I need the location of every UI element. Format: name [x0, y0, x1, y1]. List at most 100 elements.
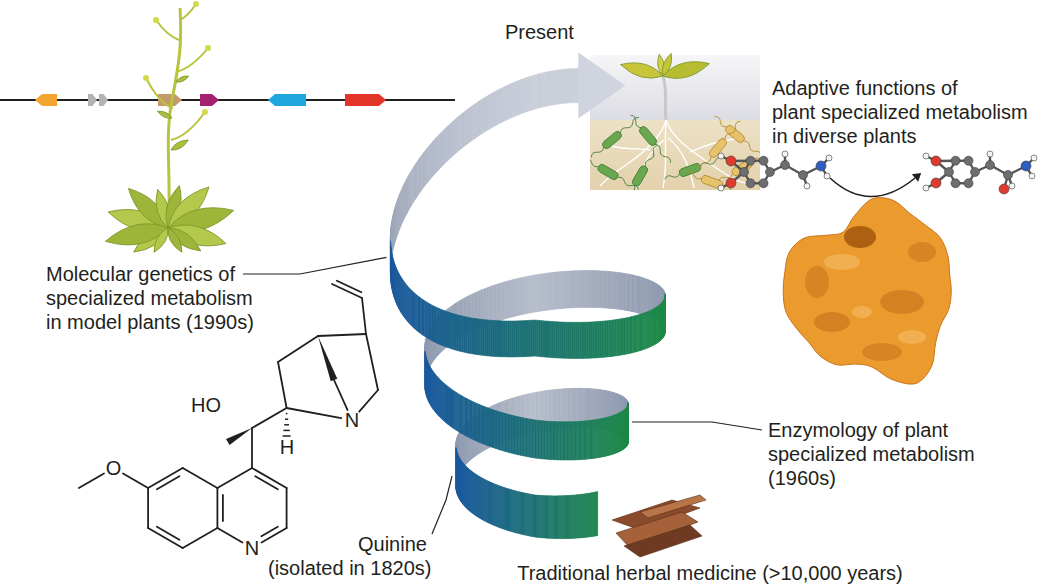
spiral-ribbon [622, 411, 623, 450]
molecule-atom [1004, 171, 1013, 180]
spiral-ribbon [523, 78, 525, 113]
spiral-ribbon [503, 321, 505, 357]
spiral-ribbon [546, 72, 548, 107]
spiral-ribbon [537, 320, 539, 356]
spiral-ribbon [446, 309, 447, 347]
spiral-ribbon [471, 471, 473, 513]
plant-branch [171, 112, 205, 140]
molecule-atom [804, 183, 810, 189]
protein-highlight [898, 330, 926, 344]
chemical-bond [262, 528, 287, 542]
spiral-ribbon [504, 86, 506, 121]
spiral-ribbon [501, 87, 503, 122]
spiral-ribbon [611, 416, 613, 455]
flagellum [742, 140, 760, 158]
cell-body [601, 130, 623, 150]
spiral-ribbon [583, 494, 585, 538]
spiral-ribbon [537, 74, 539, 109]
molecule-atom [964, 156, 973, 165]
spiral-ribbon [609, 416, 611, 455]
spiral-ribbon [663, 300, 664, 337]
spiral-ribbon [499, 321, 501, 357]
spiral-ribbon [488, 481, 490, 523]
spiral-ribbon [437, 377, 439, 415]
chemical-bond [359, 390, 378, 412]
spiral-ribbon [473, 473, 475, 515]
chemical-bond [183, 468, 218, 488]
spiral-ribbon [616, 414, 618, 453]
compound-label: Quinine (isolated in 1820s) [268, 532, 438, 580]
spiral-ribbon [456, 448, 457, 490]
spiral-ribbon [467, 468, 469, 510]
molecule-atom [718, 153, 724, 159]
spiral-ribbon [625, 408, 626, 447]
spiral-ribbon [516, 321, 518, 357]
spiral-ribbon [474, 103, 476, 139]
plant-branch [156, 20, 179, 40]
cell-body [708, 137, 728, 159]
leader-line [432, 476, 452, 534]
spiral-ribbon [564, 69, 566, 103]
spiral-ribbon [659, 304, 661, 341]
spiral-ribbon [620, 412, 622, 451]
spiral-ribbon [539, 320, 541, 356]
spiral-ribbon [657, 306, 659, 343]
spiral-ribbon [575, 69, 577, 103]
cell-body [678, 162, 701, 177]
spiral-ribbon [477, 475, 479, 517]
wedge-bond [226, 428, 252, 445]
molecule-atom [799, 171, 808, 180]
flagellum [724, 120, 742, 141]
molecule-atom [951, 179, 960, 188]
spiral-ribbon [612, 415, 614, 454]
molecule-atom [999, 184, 1009, 194]
protein-pocket [880, 290, 924, 314]
spiral-ribbon [439, 379, 441, 417]
bacterium [685, 169, 746, 190]
spiral-ribbon [625, 409, 626, 448]
arabidopsis-plant [103, 1, 236, 257]
spiral-ribbon [433, 373, 435, 411]
spiral-ribbon [545, 321, 547, 357]
spiral-ribbon [520, 321, 522, 357]
spiral-ribbon [497, 89, 499, 124]
spiral-ribbon [547, 321, 549, 357]
spiral-ribbon [602, 418, 604, 457]
spiral-ribbon [654, 308, 656, 345]
spiral-ribbon [489, 320, 491, 356]
spiral-ribbon [615, 414, 617, 453]
chemical-bond [255, 476, 277, 489]
spiral-ribbon [446, 386, 448, 424]
hashed-bond [286, 413, 288, 415]
molecule-atom [1031, 155, 1037, 161]
molecule-atom [951, 156, 960, 165]
protein-pocket [814, 312, 850, 332]
spiral-ribbon [478, 476, 480, 518]
spiral-ribbon [653, 308, 655, 345]
atom-label: N [245, 538, 259, 558]
spiral-ribbon [482, 98, 484, 134]
molecule-atom [964, 179, 973, 188]
spiral-ribbon [530, 76, 532, 111]
spiral-ribbon [559, 322, 561, 358]
spiral-ribbon [447, 387, 449, 425]
spiral-ribbon [551, 321, 553, 357]
flagellum [664, 172, 680, 181]
spiral-ribbon [438, 378, 440, 416]
spiral-ribbon [650, 310, 652, 347]
bark-pieces [612, 495, 706, 557]
cauline-leaf [170, 137, 190, 152]
flower-bud [205, 45, 211, 51]
spiral-ribbon [498, 485, 499, 527]
cell-body [638, 125, 658, 147]
flagellum [590, 146, 605, 159]
spiral-ribbon [445, 310, 447, 348]
spiral-ribbon [614, 415, 616, 454]
cell-body [596, 163, 619, 181]
atom-label: O [106, 458, 122, 478]
spiral-ribbon [497, 321, 499, 357]
spiral-ribbon [482, 478, 484, 520]
spiral-ribbon [510, 83, 512, 118]
leader-line [632, 422, 762, 430]
